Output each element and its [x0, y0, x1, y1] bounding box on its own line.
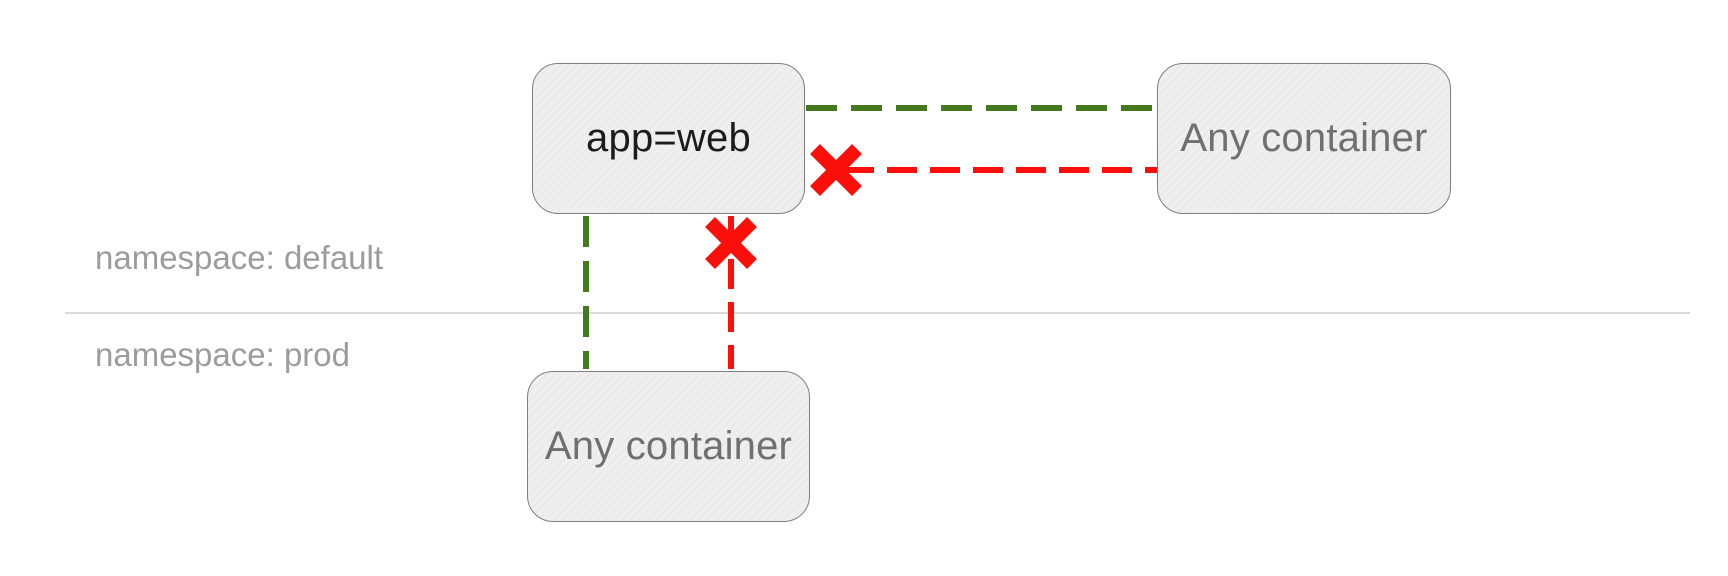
namespace-default-label: namespace: default [95, 239, 384, 276]
blocked-x-icon [705, 217, 757, 269]
node-app-web-label: app=web [586, 116, 751, 160]
namespace-divider-line [65, 312, 1690, 314]
node-any-container-default: Any container [1157, 63, 1451, 214]
namespace-prod-label: namespace: prod [95, 336, 350, 373]
node-any-container-prod: Any container [527, 371, 810, 522]
node-app-web: app=web [532, 63, 805, 214]
node-any-container-default-label: Any container [1180, 116, 1428, 160]
node-any-container-prod-label: Any container [544, 424, 793, 468]
blocked-x-icon [810, 144, 862, 196]
